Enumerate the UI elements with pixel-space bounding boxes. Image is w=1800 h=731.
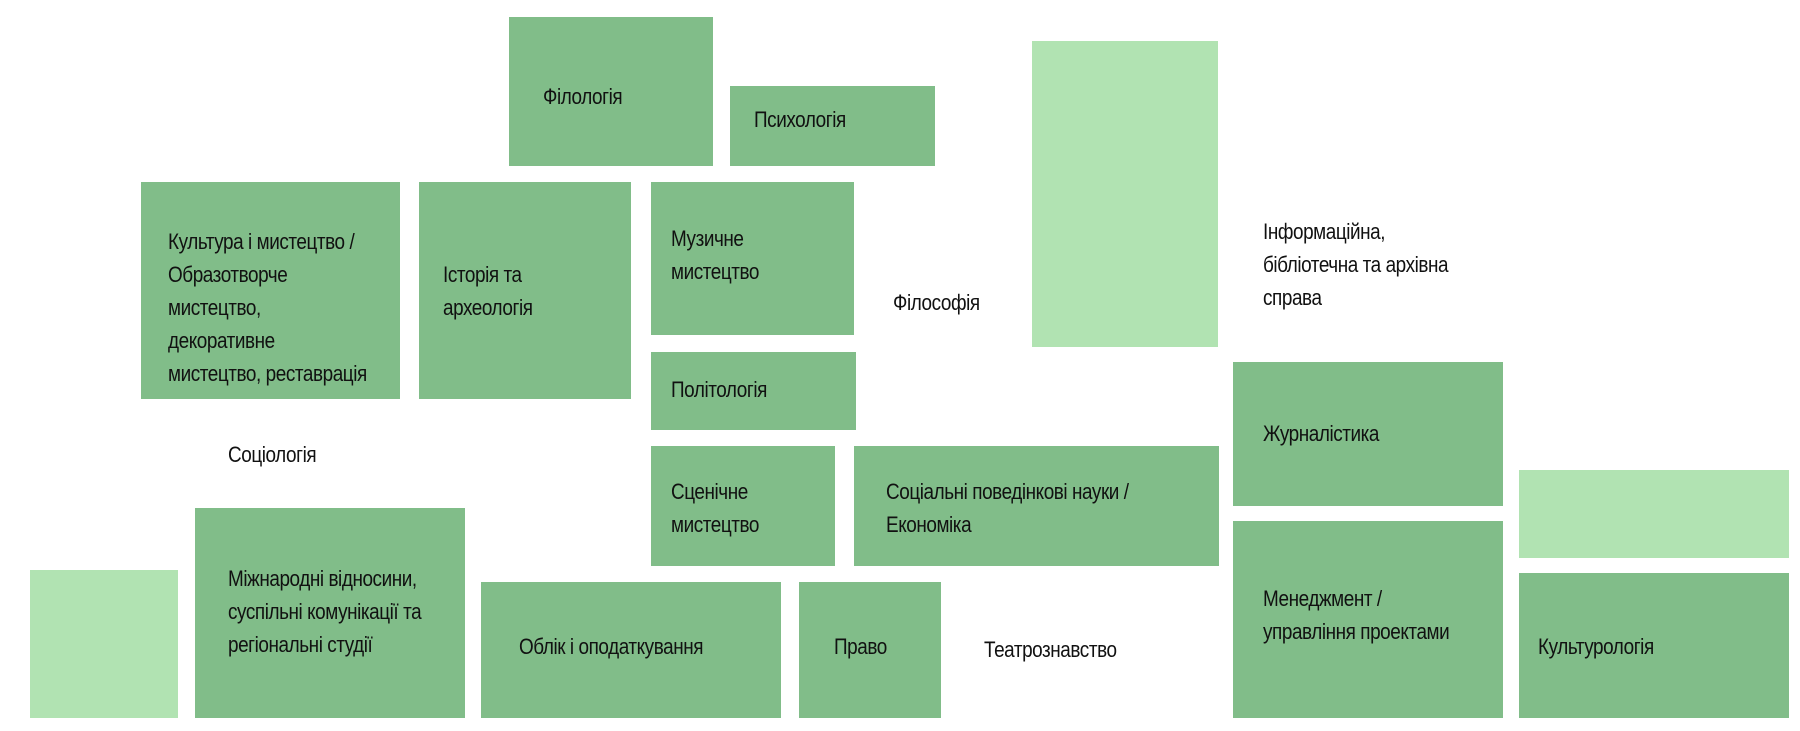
tile-stsenichne: Сценічне мистецтво (651, 446, 835, 566)
tile-sotsialni-label: Соціальні поведінкові науки / Економіка (886, 479, 1129, 537)
tile-filologiya: Філологія (509, 17, 713, 166)
tile-light-left (30, 570, 178, 718)
label-filosofiya: Філософія (893, 290, 980, 315)
tile-zhurnalistyka: Журналістика (1233, 362, 1503, 506)
tile-kultura-label: Культура і мистецтво / Образотворче мист… (168, 229, 367, 386)
tile-menedzhment-label: Менеджмент / управління проектами (1263, 586, 1450, 644)
label-sotsiolohiya: Соціологія (228, 442, 317, 467)
tile-oblik: Облік і оподаткування (481, 582, 781, 718)
tile-istoriya: Історія та археологія (419, 182, 631, 399)
tile-politolohiya: Політологія (651, 352, 856, 430)
tile-light-right (1519, 470, 1789, 558)
tile-oblik-label: Облік і оподаткування (519, 634, 704, 659)
tile-mizhnarodni-label: Міжнародні відносини, суспільні комуніка… (228, 566, 422, 657)
tile-filologiya-label: Філологія (543, 84, 623, 109)
tile-politolohiya-label: Політологія (671, 377, 767, 402)
label-informatsiina: Інформаційна, бібліотечна та архівна спр… (1263, 219, 1449, 310)
tile-muzychne: Музичне мистецтво (651, 182, 854, 335)
tile-mizhnarodni: Міжнародні відносини, суспільні комуніка… (195, 508, 465, 718)
label-teatroznavstvo: Театрознавство (984, 637, 1117, 662)
tile-menedzhment: Менеджмент / управління проектами (1233, 521, 1503, 718)
tile-muzychne-label: Музичне мистецтво (671, 226, 760, 284)
tile-pravo: Право (799, 582, 941, 718)
tile-light-informatsiina (1032, 41, 1218, 347)
tile-sotsialni: Соціальні поведінкові науки / Економіка (854, 446, 1219, 566)
tile-kulturolohiya-label: Культурологія (1538, 634, 1654, 659)
tile-kultura: Культура і мистецтво / Образотворче мист… (141, 182, 400, 399)
tile-istoriya-label: Історія та археологія (443, 262, 533, 320)
tile-zhurnalistyka-label: Журналістика (1263, 421, 1379, 446)
tile-kulturolohiya: Культурологія (1519, 573, 1789, 718)
tile-psykholohiya-label: Психологія (754, 107, 846, 132)
tile-stsenichne-label: Сценічне мистецтво (671, 479, 760, 537)
tile-pravo-label: Право (834, 634, 887, 659)
tile-psykholohiya: Психологія (730, 86, 935, 166)
